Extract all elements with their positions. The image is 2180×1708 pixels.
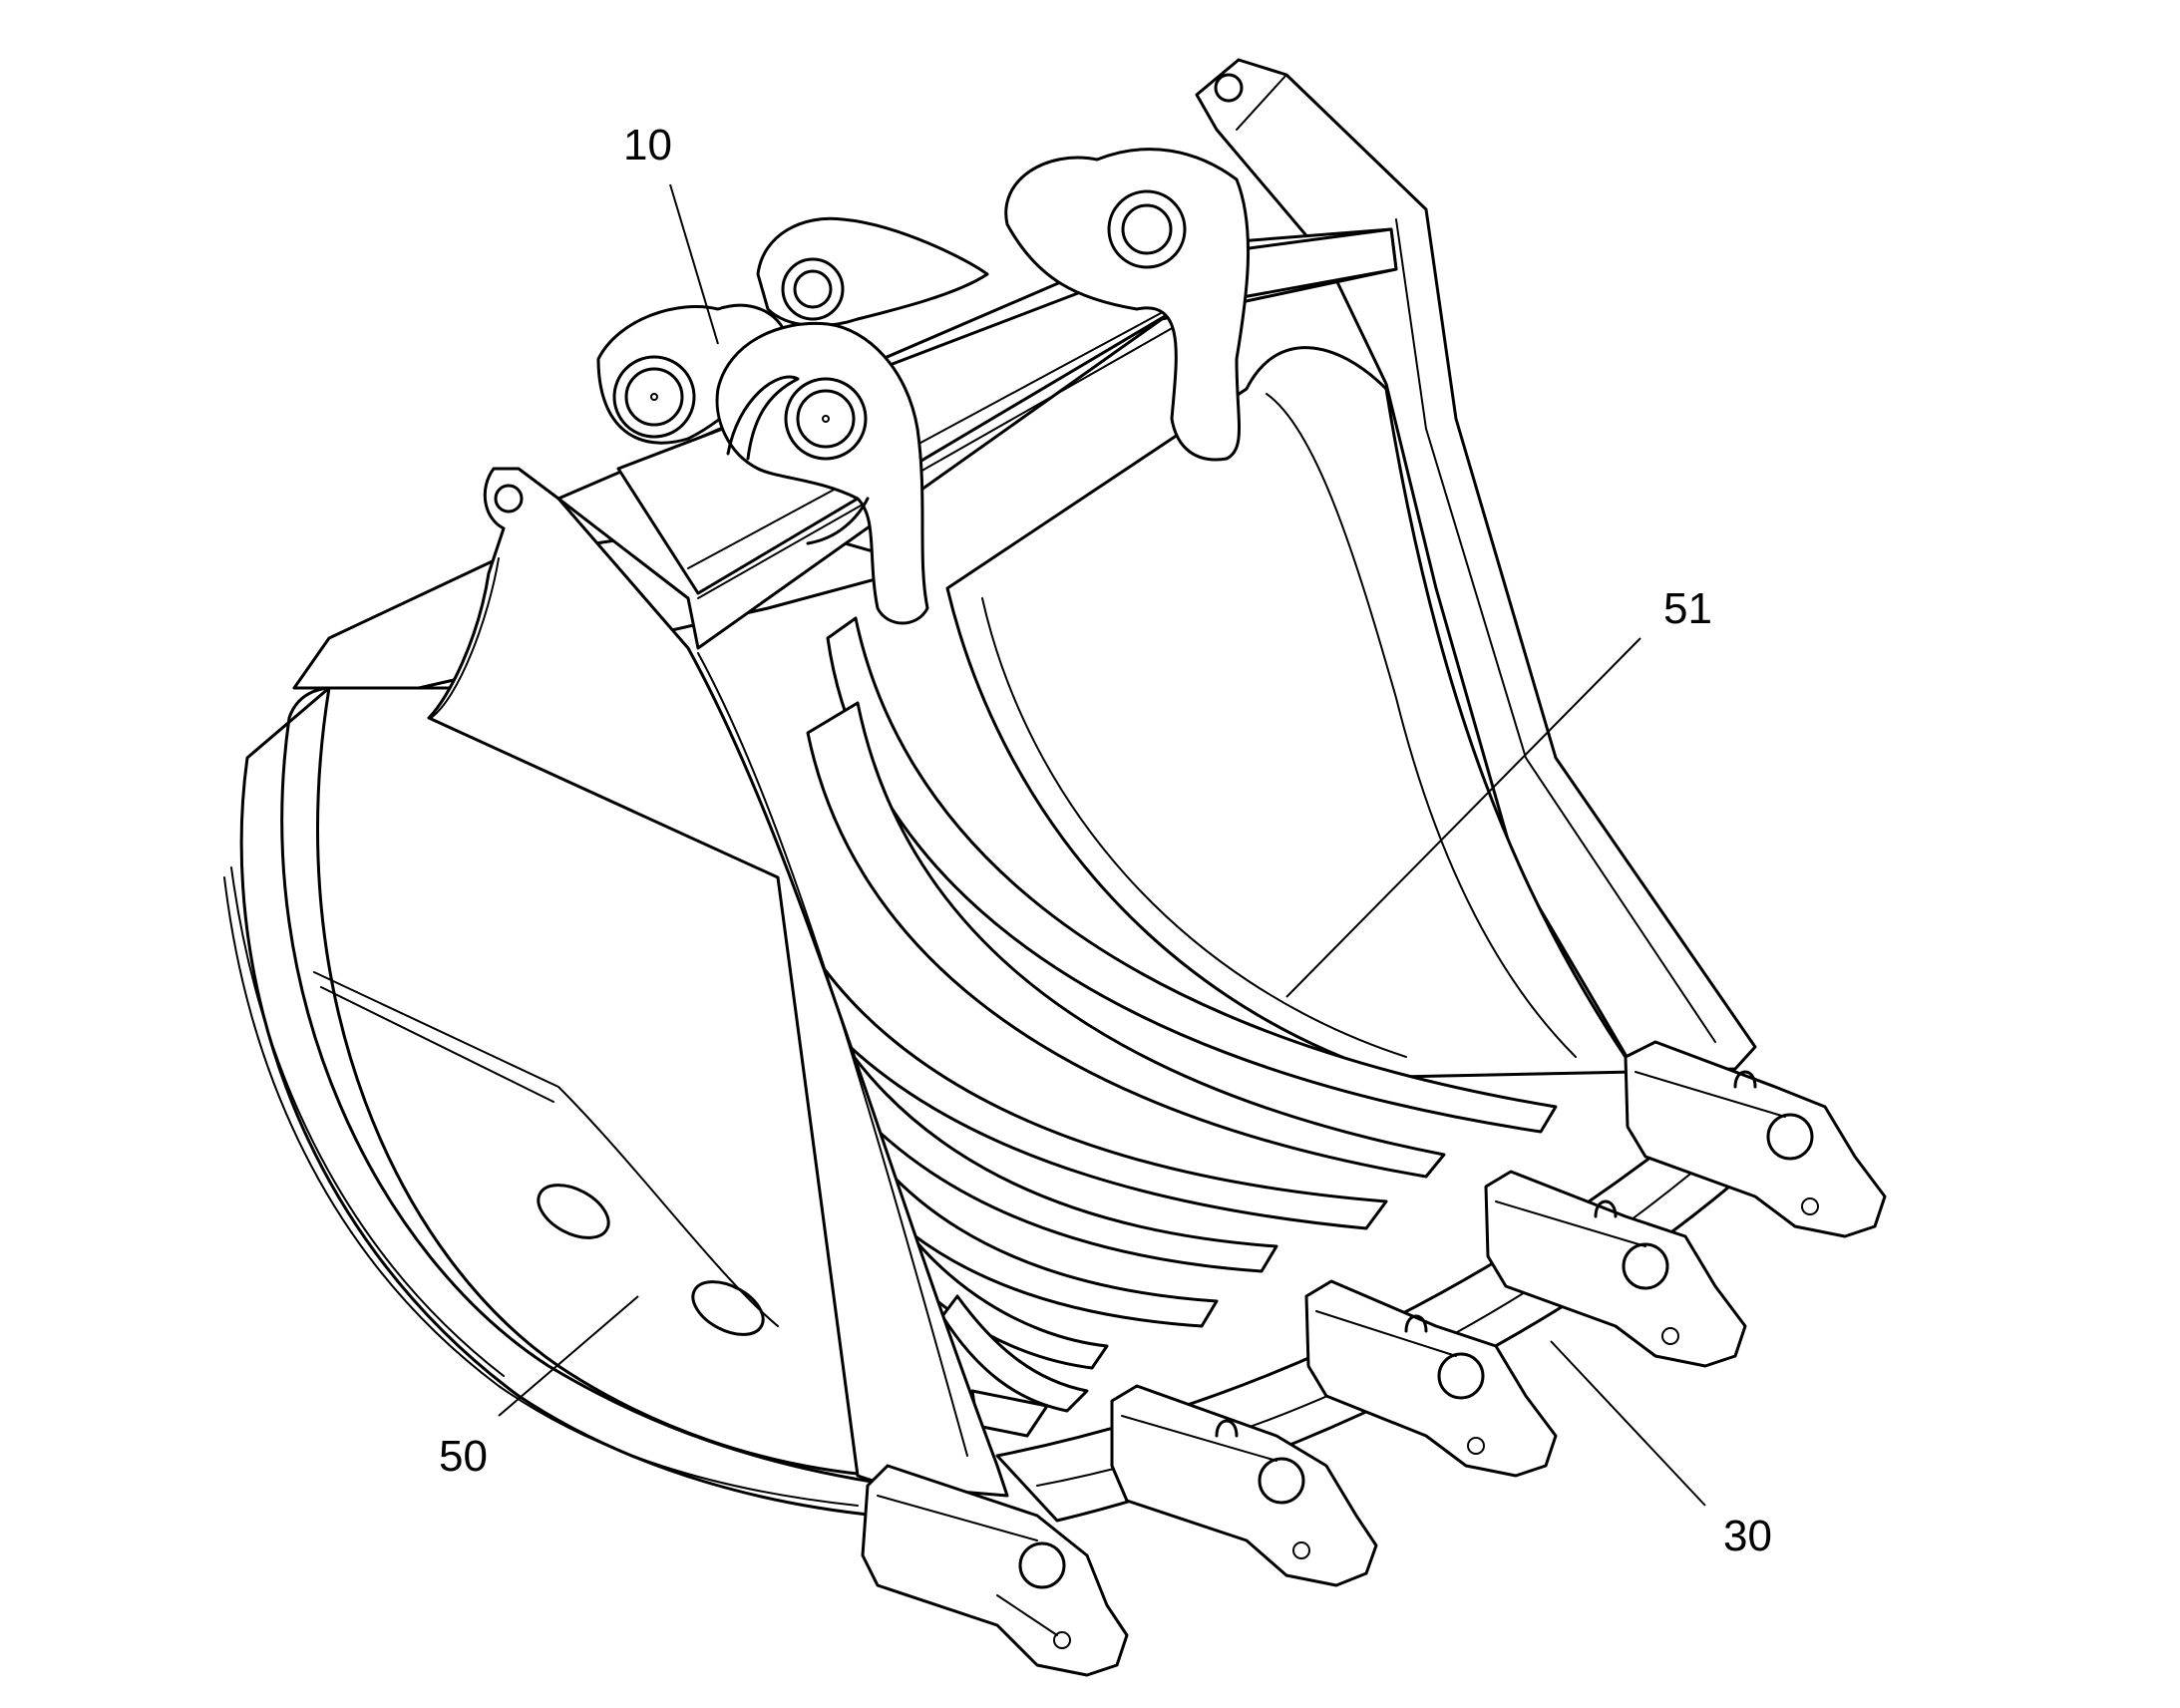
leader-51 xyxy=(1285,637,1641,998)
leader-10 xyxy=(669,183,719,345)
leader-50 xyxy=(498,1295,639,1417)
tooth-1 xyxy=(861,1464,1129,1677)
teeth xyxy=(861,1040,1887,1677)
ref-numeral-50: 50 xyxy=(439,1432,488,1481)
ref-numeral-10: 10 xyxy=(623,121,672,170)
tooth-3 xyxy=(1304,1279,1558,1478)
ref-numeral-51: 51 xyxy=(1663,584,1712,633)
mounting-brackets xyxy=(596,148,1251,625)
leader-lines xyxy=(498,183,1706,1507)
ref-numeral-30: 30 xyxy=(1723,1512,1772,1560)
bucket-interior xyxy=(945,346,1637,1079)
left-side-plate xyxy=(427,467,1009,1498)
tooth-2 xyxy=(1110,1384,1378,1587)
tooth-4 xyxy=(1484,1170,1747,1368)
tooth-5 xyxy=(1624,1040,1887,1238)
leader-30 xyxy=(1550,1340,1706,1507)
right-side-plate xyxy=(1195,58,1757,1074)
